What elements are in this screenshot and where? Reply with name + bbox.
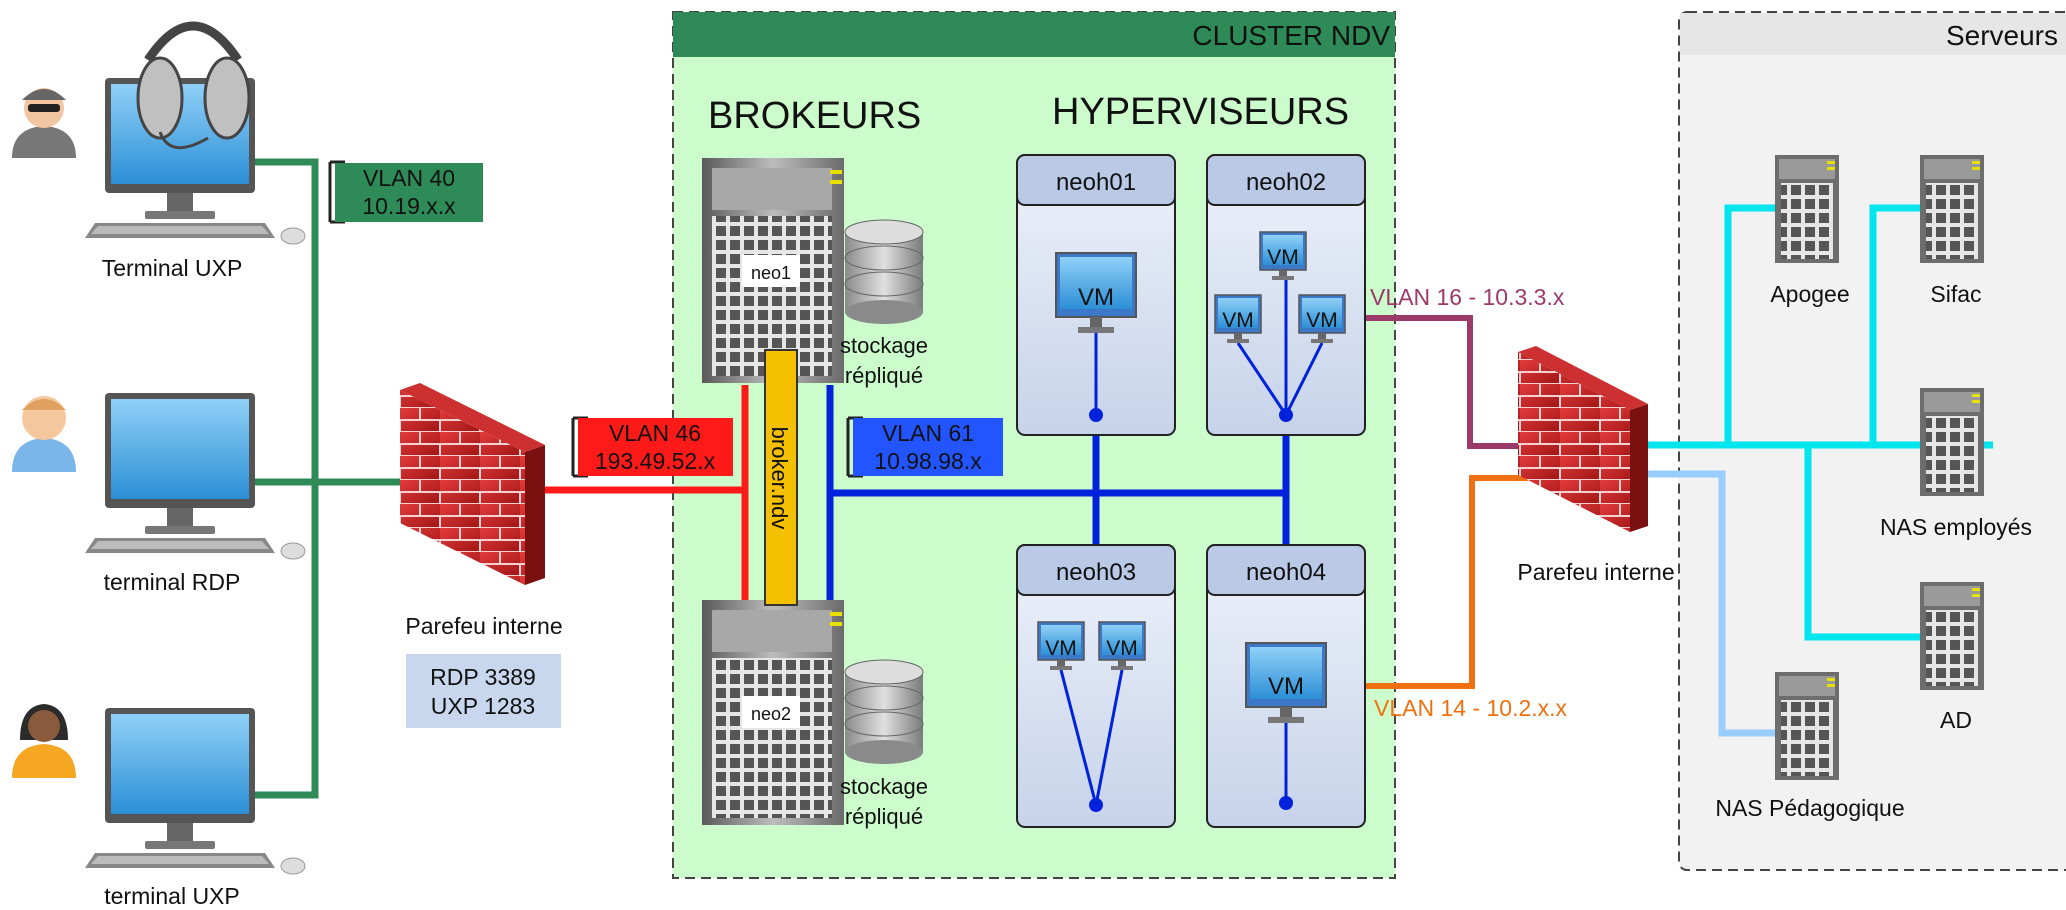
vm-label: VM (1045, 637, 1077, 660)
svg-text:10.98.98.x: 10.98.98.x (874, 448, 982, 474)
vm-icon (1214, 231, 1346, 422)
svg-text:VLAN 61: VLAN 61 (882, 420, 974, 446)
vm-icon (1055, 252, 1137, 422)
storage-1-label-2: répliqué (845, 363, 923, 388)
server-ad-icon (1920, 582, 1984, 690)
vlan14-label: VLAN 14 - 10.2.x.x (1374, 695, 1568, 721)
vlan16-link (1345, 315, 1528, 449)
server-sifac-label: Sifac (1930, 281, 1981, 307)
vlan40-links (255, 158, 405, 799)
user-man-icon (12, 396, 76, 472)
broker-ndv-link (764, 349, 798, 606)
storage-2-icon (844, 659, 924, 764)
server-nas-employes-label: NAS employés (1880, 514, 2032, 540)
vm-icon (1245, 642, 1327, 810)
terminal-uxp-label-2: terminal UXP (104, 883, 239, 909)
cluster-header (673, 12, 1395, 57)
firewall-left-icon (400, 383, 545, 585)
nas-peda-link (1634, 470, 1775, 737)
vlan61-links (826, 385, 1290, 600)
svg-text:VLAN 46: VLAN 46 (609, 420, 701, 446)
port-rdp: RDP 3389 (430, 664, 536, 690)
vm-label: VM (1106, 637, 1138, 660)
terminal-rdp (84, 392, 306, 560)
firewall-right-icon (1518, 346, 1648, 532)
broker-neo1-label: neo1 (751, 263, 791, 283)
vlan46-badge: VLAN 46 193.49.52.x (571, 416, 733, 478)
storage-1-icon (844, 219, 924, 324)
brokers-heading: BROKEURS (708, 95, 921, 137)
server-nas-pedagogique-label: NAS Pédagogique (1715, 795, 1904, 821)
broker-ndv-label: broker.ndv (767, 427, 792, 530)
terminal-rdp-label: terminal RDP (104, 569, 241, 595)
broker-neo2 (702, 600, 844, 825)
hypervisor-neoh03 (1016, 544, 1176, 828)
storage-1-label-1: stockage (840, 333, 928, 358)
ports-box (406, 654, 561, 728)
vm-label: VM (1306, 309, 1338, 332)
vlan40-badge: VLAN 40 10.19.x.x (328, 160, 483, 224)
servers-header (1680, 13, 2066, 55)
hypervisor-neoh02-label: neoh02 (1246, 169, 1326, 196)
storage-2-label-2: répliqué (845, 804, 923, 829)
hypervisors-heading: HYPERVISEURS (1052, 91, 1349, 133)
vm-label: VM (1268, 673, 1304, 700)
server-apogee-label: Apogee (1770, 281, 1849, 307)
server-nas-employes-icon (1920, 388, 1984, 496)
server-sifac-icon (1920, 155, 1984, 263)
svg-text:193.49.52.x: 193.49.52.x (595, 448, 716, 474)
headset-icon (136, 21, 251, 150)
cluster-title: CLUSTER NDV (1192, 20, 1390, 51)
storage-2-label-1: stockage (840, 774, 928, 799)
hypervisor-neoh01-label: neoh01 (1056, 169, 1136, 196)
hypervisor-neoh04-label: neoh04 (1246, 559, 1326, 586)
vlan61-badge: VLAN 61 10.98.98.x (846, 416, 1003, 478)
terminal-uxp-label-1: Terminal UXP (102, 255, 243, 281)
terminal-uxp-2 (84, 707, 306, 875)
vm-label: VM (1222, 309, 1254, 332)
server-nas-pedagogique-icon (1775, 672, 1839, 780)
user-spy-icon (12, 88, 76, 158)
svg-text:VLAN 40: VLAN 40 (363, 165, 455, 191)
firewall-left-label: Parefeu interne (405, 613, 562, 639)
vm-icon (1037, 621, 1146, 812)
vm-label: VM (1078, 284, 1114, 311)
svg-text:10.19.x.x: 10.19.x.x (362, 193, 456, 219)
user-woman-icon (12, 704, 76, 778)
firewall-right-label: Parefeu interne (1517, 559, 1674, 585)
vm-label: VM (1267, 246, 1299, 269)
hypervisor-neoh03-label: neoh03 (1056, 559, 1136, 586)
servers-title: Serveurs (1946, 20, 2058, 51)
server-ad-label: AD (1940, 707, 1972, 733)
vlan14-link (1325, 475, 1528, 689)
port-uxp: UXP 1283 (431, 693, 535, 719)
vlan16-label: VLAN 16 - 10.3.3.x (1370, 284, 1565, 310)
server-apogee-icon (1775, 155, 1839, 263)
broker-neo2-label: neo2 (751, 704, 791, 724)
